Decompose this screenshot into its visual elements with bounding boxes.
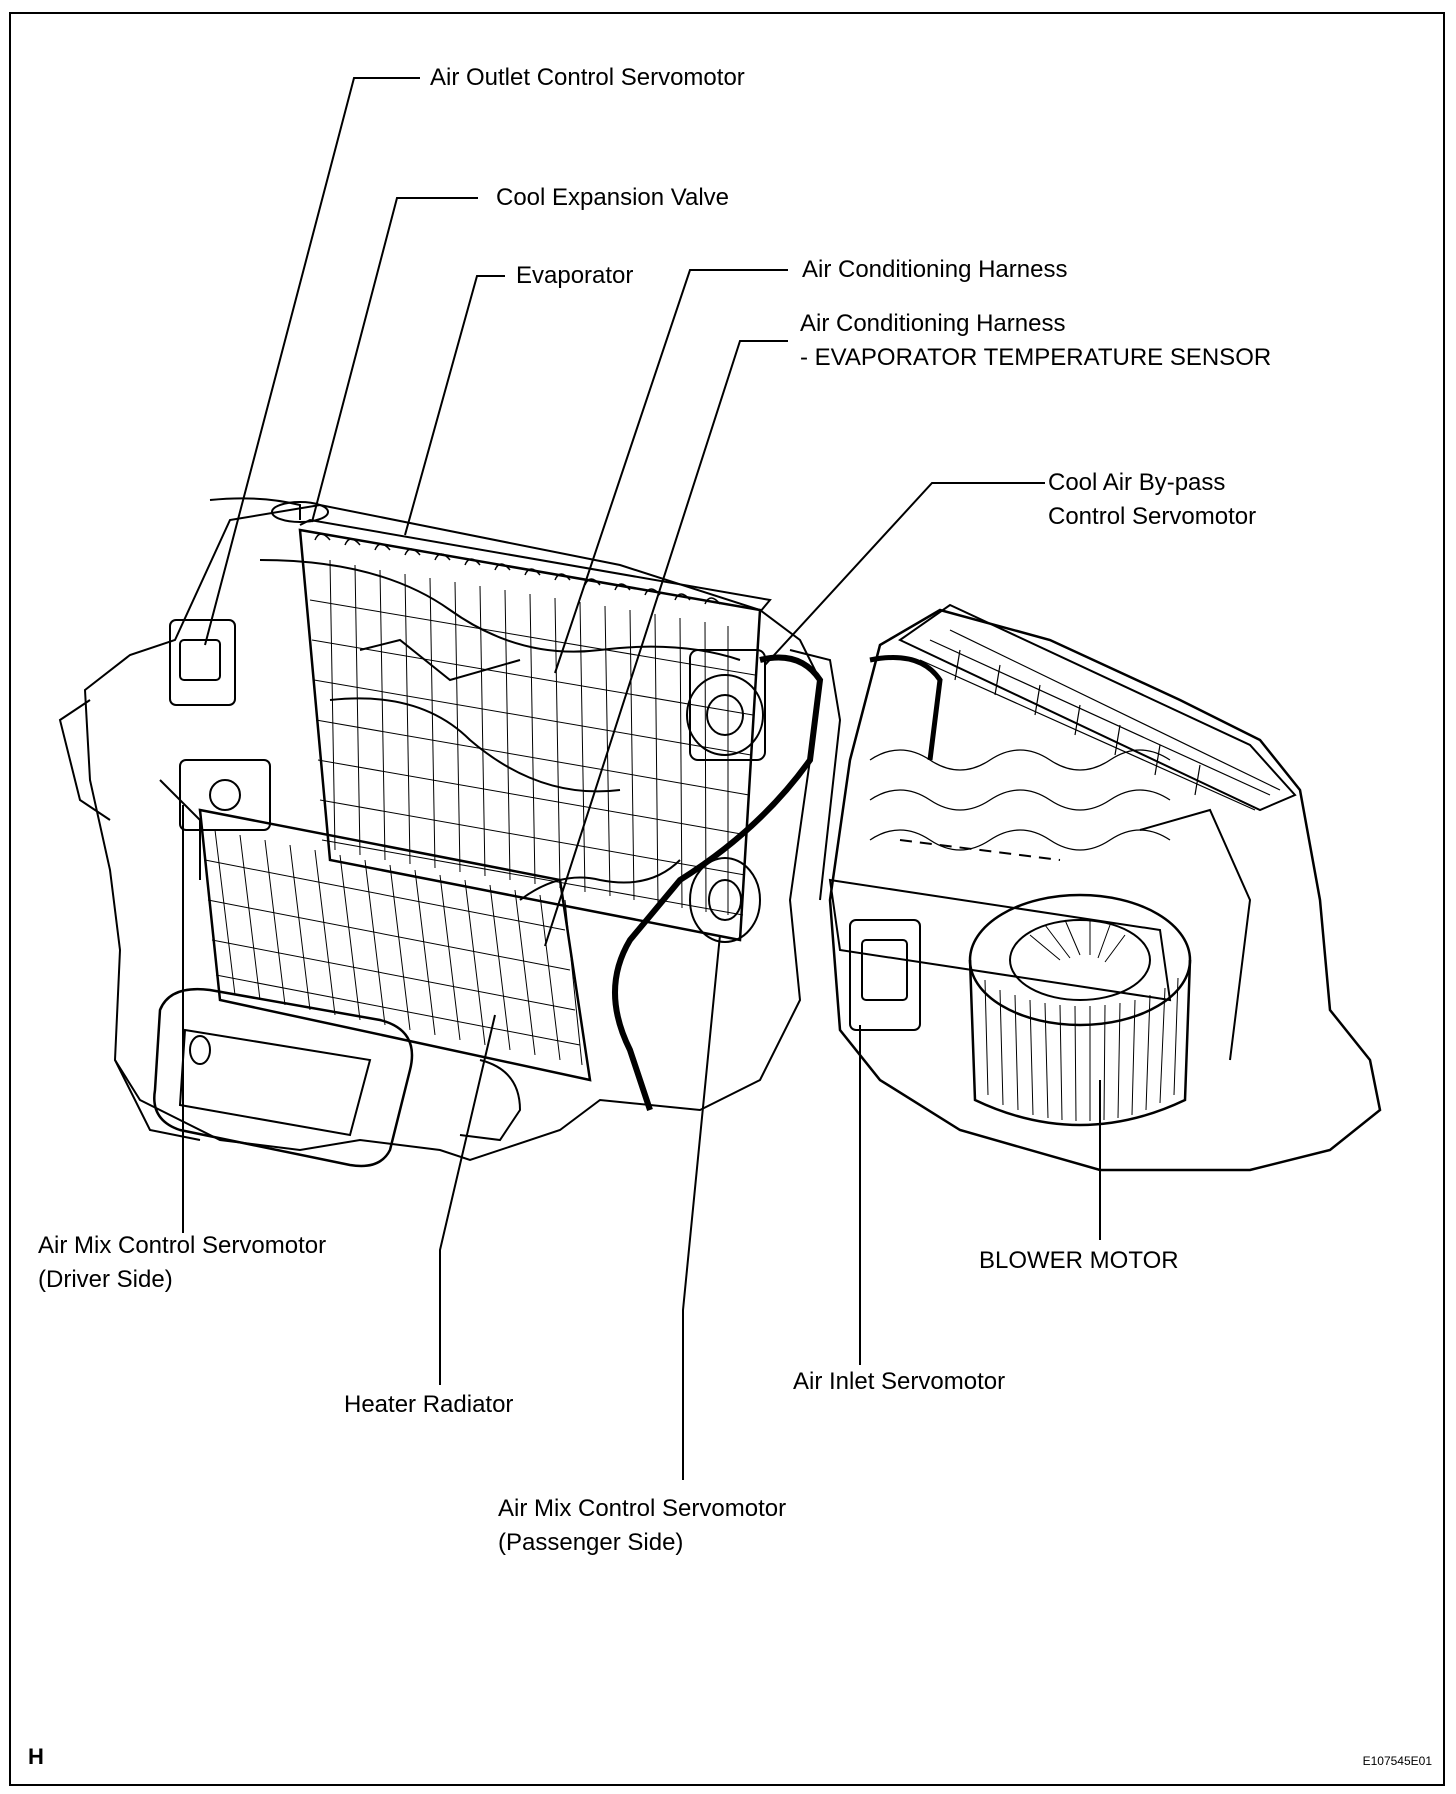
label-evaporator: Evaporator xyxy=(516,262,634,289)
label-air-mix-passenger-line1: Air Mix Control Servomotor xyxy=(498,1495,787,1522)
figure-frame xyxy=(9,12,1445,1786)
leader-lines xyxy=(182,77,1101,1480)
label-air-inlet-servomotor: Air Inlet Servomotor xyxy=(793,1368,1006,1395)
label-air-conditioning-harness: Air Conditioning Harness xyxy=(802,256,1068,283)
leader-cool-expansion-valve xyxy=(311,197,478,523)
leader-ac-harness xyxy=(554,269,788,674)
blower-motor-fan xyxy=(968,893,1192,1127)
label-cool-expansion-valve: Cool Expansion Valve xyxy=(496,184,730,211)
label-heater-radiator: Heater Radiator xyxy=(344,1391,514,1418)
corner-letter: H xyxy=(28,1744,44,1769)
label-cool-air-bypass-line2: Control Servomotor xyxy=(1048,503,1257,530)
label-ac-harness-sensor-line2: - EVAPORATOR TEMPERATURE SENSOR xyxy=(800,344,1272,371)
evaporator-fins xyxy=(309,559,756,916)
leader-evaporator xyxy=(404,275,505,536)
leader-air-outlet-servo xyxy=(204,77,420,646)
left-servomotors xyxy=(159,619,271,880)
heater-radiator xyxy=(153,808,592,1168)
label-air-mix-passenger-line2: (Passenger Side) xyxy=(498,1529,684,1556)
leader-air-mix-passenger xyxy=(682,934,721,1480)
leader-cool-air-bypass xyxy=(764,482,1045,666)
label-cool-air-bypass-line1: Cool Air By-pass xyxy=(1048,469,1226,496)
center-duct xyxy=(612,649,943,1111)
leader-ac-harness-sensor xyxy=(544,340,788,947)
leader-heater-radiator xyxy=(439,1014,496,1385)
evaporator-core xyxy=(259,518,772,942)
label-blower-motor: BLOWER MOTOR xyxy=(979,1247,1179,1274)
blower-housing xyxy=(828,603,1382,1172)
label-ac-harness-sensor-line1: Air Conditioning Harness xyxy=(800,310,1066,337)
label-air-outlet-control-servomotor: Air Outlet Control Servomotor xyxy=(430,64,745,91)
label-air-mix-driver-line2: (Driver Side) xyxy=(38,1266,173,1293)
label-air-mix-driver-line1: Air Mix Control Servomotor xyxy=(38,1232,327,1259)
figure-code: E107545E01 xyxy=(1362,1754,1432,1768)
